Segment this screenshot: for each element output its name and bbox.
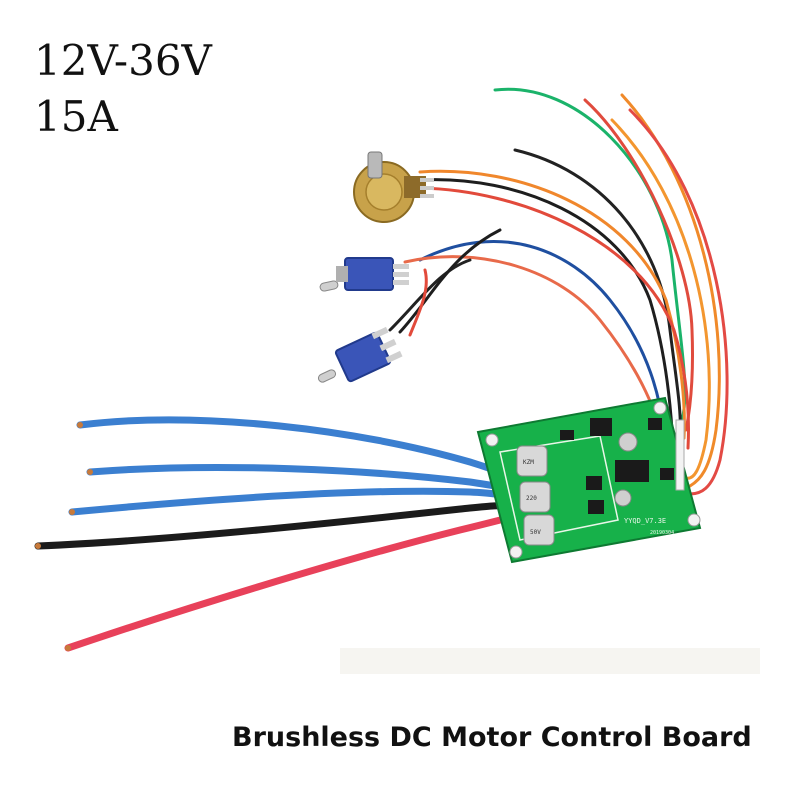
pcb-board-icon: KZM 220 50V YYQD_V7.3E 20190304	[476, 396, 702, 564]
svg-text:KZM: KZM	[523, 459, 534, 466]
electrolytic-capacitor-icon: KZM 220 50V	[516, 445, 555, 546]
switch2-wire-a	[388, 258, 472, 332]
signal-wires	[388, 87, 729, 496]
black-power-wire	[34, 502, 518, 550]
board-date-label: 20190304	[650, 530, 674, 536]
current-spec: 15A	[34, 92, 118, 141]
orange-pot-wire	[418, 169, 686, 440]
orange-wire-2	[610, 118, 711, 480]
voltage-spec: 12V-36V	[34, 36, 212, 85]
switch1-red-wire	[403, 255, 662, 432]
svg-text:220: 220	[526, 495, 537, 502]
switch2-wire-b	[398, 228, 502, 334]
red-wire-2	[628, 108, 729, 496]
red-power-wire	[64, 512, 520, 652]
blue-signal-wire	[418, 239, 666, 432]
blue-phase-wire-2	[86, 463, 516, 492]
table-shadow	[340, 648, 760, 674]
svg-text:50V: 50V	[530, 529, 541, 536]
toggle-switch-icon	[317, 326, 403, 383]
board-model-label: YYQD_V7.3E	[624, 517, 666, 525]
potentiometer-icon	[353, 151, 434, 223]
black-pot-wire	[418, 178, 674, 432]
motor-phase-wires	[34, 416, 520, 652]
toggle-switch-icon	[319, 257, 409, 292]
product-caption: Brushless DC Motor Control Board	[232, 722, 752, 753]
switch2-wire-c	[408, 268, 428, 337]
red-signal-wire	[583, 98, 695, 432]
blue-phase-wire-3	[68, 487, 516, 516]
red-pot-wire	[418, 186, 690, 450]
